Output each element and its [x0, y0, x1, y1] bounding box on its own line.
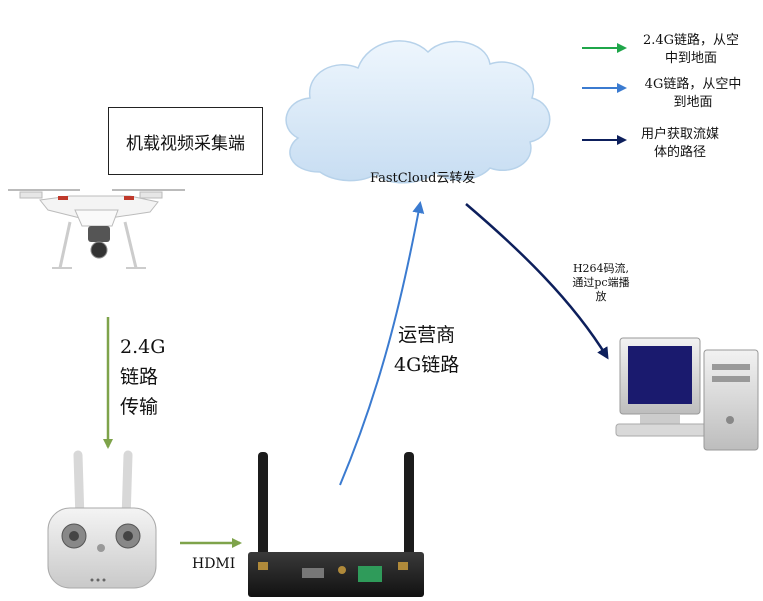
router-image — [248, 452, 424, 597]
airborne-capture-label: 机载视频采集端 — [126, 133, 245, 154]
legend-item-4g-line2: 到地面 — [673, 95, 713, 110]
link-24g-line3: 传输 — [120, 396, 159, 418]
legend-item-24g-line1: 2.4G链路，从空 — [642, 33, 740, 48]
link-4g-label: 运营商 4G链路 — [394, 320, 459, 380]
legend-item-user: 用户获取流媒 体的路径 — [630, 126, 730, 162]
legend-item-24g-line2: 中到地面 — [664, 51, 717, 66]
legend-item-user-line2: 体的路径 — [653, 145, 706, 160]
link-24g-line1: 2.4G — [120, 336, 166, 358]
stream-line1: H264码流, — [572, 262, 630, 275]
drone-image — [8, 189, 185, 269]
stream-label: H264码流, 通过pc端播 放 — [565, 262, 637, 304]
cloud-shape — [285, 40, 551, 184]
hdmi-label: HDMI — [192, 556, 236, 572]
stream-line2: 通过pc端播 — [572, 276, 630, 289]
link-24g-line2: 链路 — [120, 366, 159, 388]
legend-item-4g: 4G链路，从空中 到地面 — [634, 76, 752, 112]
legend-item-4g-line1: 4G链路，从空中 — [644, 77, 742, 92]
stream-line3: 放 — [595, 290, 607, 303]
legend-item-24g: 2.4G链路，从空 中到地面 — [632, 32, 750, 68]
arrow-to-pc — [465, 203, 609, 360]
cloud-label: FastCloud云转发 — [370, 171, 476, 186]
arrow-4g-up — [339, 201, 425, 486]
remote-controller-image — [47, 450, 157, 589]
legend-item-user-line1: 用户获取流媒 — [640, 127, 719, 142]
link-4g-line1: 运营商 — [398, 324, 456, 346]
link-4g-line2: 4G链路 — [394, 354, 460, 376]
pc-image — [615, 337, 759, 451]
airborne-capture-box: 机载视频采集端 — [108, 107, 263, 175]
link-24g-label: 2.4G 链路 传输 — [120, 332, 165, 422]
